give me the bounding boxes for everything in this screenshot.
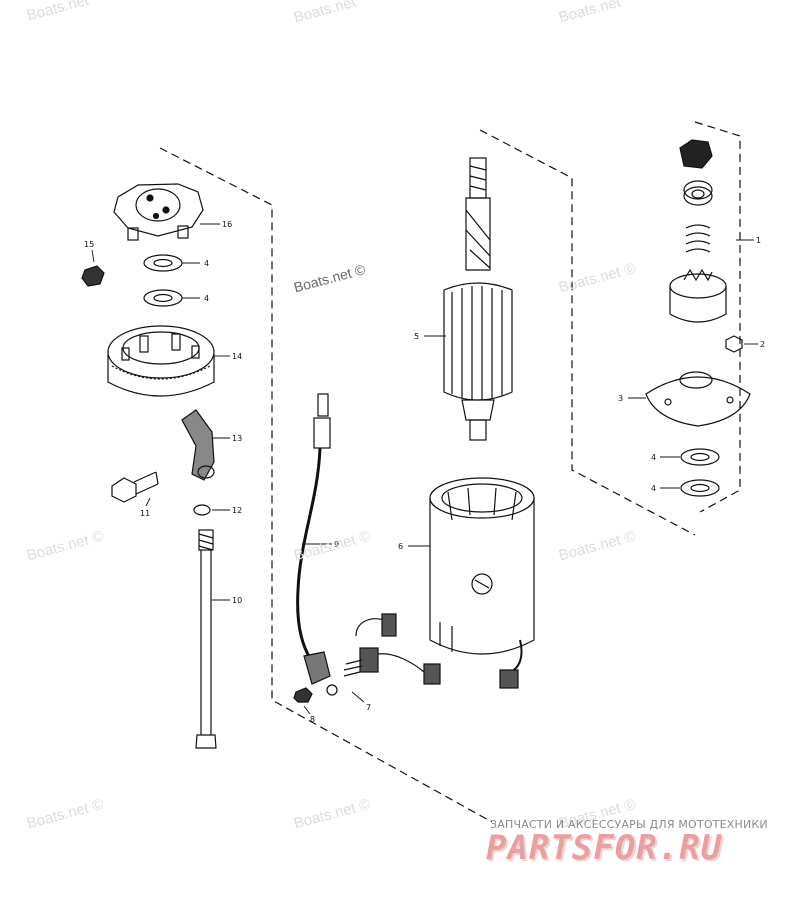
callout-12: 12: [232, 506, 242, 515]
part-13-terminal-lug: [181, 409, 215, 481]
callout-11: 11: [140, 509, 150, 518]
part-10-through-bolt: [195, 529, 217, 749]
part-8-nut: [293, 687, 313, 703]
part-14-brush-holder: [107, 325, 215, 397]
callout-4a: 4: [651, 453, 656, 462]
part-4-washers-right: [680, 448, 720, 497]
callout-2: 2: [760, 340, 765, 349]
promo-tagline: ЗАПЧАСТИ И АКСЕССУАРЫ ДЛЯ МОТОТЕХНИКИ: [490, 818, 768, 831]
part-16-end-plate: [113, 183, 204, 241]
callout-10: 10: [232, 596, 242, 605]
leader-lines: [91, 223, 758, 715]
callout-16: 16: [222, 220, 232, 229]
dashed-assembly-lines: [159, 121, 741, 823]
part-11-bolt: [111, 471, 159, 503]
callout-3: 3: [618, 394, 623, 403]
callout-13: 13: [232, 434, 242, 443]
part-6-motor-housing: [429, 477, 535, 689]
callout-8: 8: [310, 715, 315, 724]
callout-4c: 4: [204, 259, 209, 268]
part-2-nut: [725, 335, 743, 353]
part-4-washers-left: [143, 254, 183, 307]
part-3-drive-end-plate: [645, 371, 751, 427]
part-5-armature: [443, 157, 513, 441]
part-12-washer: [193, 504, 211, 516]
callout-15: 15: [84, 240, 94, 249]
callout-labels: 1 2 3 4 4 5 6 7 8 9 10 11 12 13 14 15 4 …: [84, 220, 765, 724]
callout-6: 6: [398, 542, 403, 551]
callout-4b: 4: [651, 484, 656, 493]
part-7-brush-set: [343, 613, 441, 685]
part-15-nut: [81, 265, 105, 287]
callout-14: 14: [232, 352, 242, 361]
callout-9: 9: [334, 540, 339, 549]
promo-logo: PARTSFOR.RU: [486, 828, 723, 868]
callout-7: 7: [366, 703, 371, 712]
part-1-drive-assembly: [669, 139, 727, 323]
callout-1: 1: [756, 236, 761, 245]
part-9-cable: [296, 393, 338, 696]
callout-5: 5: [414, 332, 419, 341]
callout-4d: 4: [204, 294, 209, 303]
